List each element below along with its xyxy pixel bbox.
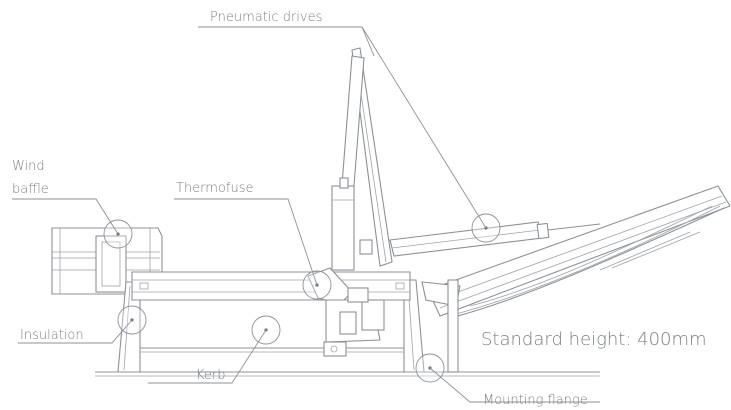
labels: Pneumatic drives Wind baffle Thermofuse … (12, 10, 707, 408)
pneumatic-cylinder (389, 221, 601, 257)
kerb (117, 279, 425, 373)
label-kerb: Kerb (196, 368, 225, 383)
thermofuse-assembly (307, 267, 385, 357)
roof-base-line (95, 371, 600, 377)
drive-arm (331, 47, 393, 271)
label-insulation: Insulation (20, 328, 84, 343)
label-mounting-flange: Mounting flange (483, 393, 588, 408)
label-standard-height: Standard height: 400mm (481, 329, 707, 350)
leader-lines (12, 26, 600, 403)
label-thermofuse: Thermofuse (176, 181, 254, 196)
opened-lid (421, 185, 731, 373)
label-pneumatic-drives: Pneumatic drives (210, 10, 322, 25)
label-wind-baffle-line2: baffle (12, 182, 49, 197)
label-wind-baffle-line1: Wind (12, 159, 45, 174)
